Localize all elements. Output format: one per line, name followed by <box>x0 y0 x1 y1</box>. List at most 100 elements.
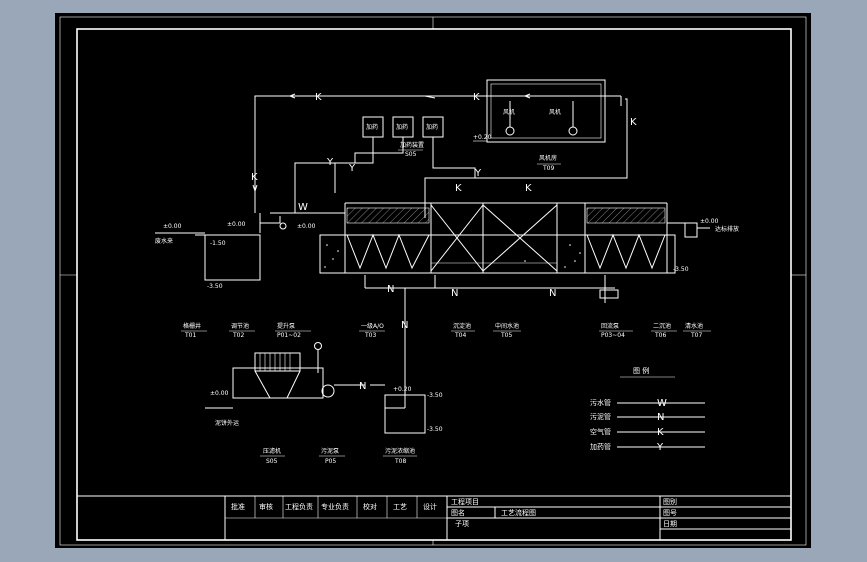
sludge-tank-label: 污泥浓缩池 <box>385 447 415 455</box>
title-row-设计: 设计 <box>423 502 437 511</box>
legend-title: 图 例 <box>633 366 649 375</box>
title-number-label: 图号 <box>663 509 677 517</box>
storage-bottom-level: -3.50 <box>427 392 443 399</box>
air-line-tag-5: K <box>525 183 532 194</box>
legend: 图 例 污水管 W 污泥管 N 空气管 K 加药管 Y <box>590 366 705 453</box>
equipment-list: 格栅井 T01 调节池 T02 提升泵 P01~02 一级A/O T03 沉淀池… <box>181 322 711 339</box>
title-date-label: 日期 <box>663 520 677 528</box>
equipment-name-8: 清水池 <box>685 322 703 330</box>
air-network: K K K K K K <box>251 92 637 218</box>
equipment-code-4: T04 <box>454 332 466 339</box>
inlet: ±0.00 废水来 -1.50 <box>155 223 226 247</box>
blower-room-label: 风机房 <box>539 154 557 162</box>
tank-inlet-level: ±0.00 <box>297 223 316 230</box>
sludge-tank-bottom-level: -3.50 <box>427 426 443 433</box>
equipment-code-0: T01 <box>184 332 196 339</box>
outlet-label: 达标排放 <box>715 225 739 233</box>
title-row-校对: 校对 <box>363 502 377 511</box>
equipment-code-7: T06 <box>654 332 666 339</box>
legend-label-3: 加药管 <box>590 442 611 451</box>
title-sub-label: 子项 <box>455 520 469 528</box>
pump-well: -3.50 ±0.00 W ±0.00 <box>195 202 345 290</box>
equipment-code-8: T07 <box>690 332 702 339</box>
main-tank-train: -3.50 <box>319 202 689 274</box>
legend-label-1: 污泥管 <box>590 412 611 421</box>
dosing-tank-3: 加药 <box>426 123 438 131</box>
title-figure-label: 图别 <box>663 497 677 506</box>
equipment-name-1: 调节池 <box>231 322 249 330</box>
legend-label-2: 空气管 <box>590 427 611 436</box>
equipment-name-3: 一级A/O <box>361 322 384 330</box>
title-project-label: 工程项目 <box>451 497 479 506</box>
sludge-line-tag-1: N <box>387 284 394 295</box>
air-line-tag-6: K <box>630 117 637 128</box>
inlet-level: ±0.00 <box>163 223 182 230</box>
title-row-审核: 审核 <box>259 502 273 511</box>
sludge-tank-code: T08 <box>394 458 406 465</box>
equipment-name-2: 提升泵 <box>277 322 295 330</box>
sludge-line-tag-2: N <box>451 288 458 299</box>
dosing-tank-2: 加药 <box>396 123 408 131</box>
title-row-批准: 批准 <box>231 502 245 511</box>
title-block: 批准 审核 工程负责 专业负责 校对 工艺 设计 工程项目 图名 工艺流程图 子… <box>76 495 792 541</box>
air-line-tag-4: K <box>455 183 462 194</box>
outlet: ±0.00 达标排放 <box>667 218 739 238</box>
filter-press-level: ±0.00 <box>210 390 229 397</box>
cad-viewport: K K K K K K 风机 风机 +0.20 风机房 T09 加药 加药 加药 <box>55 13 811 548</box>
sludge-line-tag-5: N <box>359 381 366 392</box>
dosing-tanks: 加药 加药 加药 Y Y Y <box>270 116 482 214</box>
dosing-line-tag-3: Y <box>474 168 482 179</box>
equipment-name-5: 中间水池 <box>495 322 519 330</box>
sludge-pump-label: 污泥泵 <box>321 447 339 455</box>
title-row-专业负责: 专业负责 <box>321 502 349 511</box>
equipment-name-0: 格栅井 <box>183 322 201 330</box>
equipment-code-3: T03 <box>364 332 376 339</box>
sludge-pump: N <box>321 381 385 398</box>
air-line-tag-1: K <box>315 92 322 103</box>
equipment-name-6: 回流泵 <box>601 322 619 330</box>
equipment-code-2: P01~02 <box>277 332 301 339</box>
filter-press: ±0.00 泥饼外运 <box>205 342 324 427</box>
sludge-line: N N N N <box>364 275 619 409</box>
title-drawing-label: 图名 <box>451 508 465 517</box>
sewage-line-tag-1: W <box>298 202 308 213</box>
blower-b-label: 风机 <box>549 108 561 116</box>
blower-room-code: T09 <box>542 165 554 172</box>
process-flow-drawing: K K K K K K 风机 风机 +0.20 风机房 T09 加药 加药 加药 <box>59 16 807 546</box>
sludge-line-tag-3: N <box>549 288 556 299</box>
air-line-tag-3: K <box>251 172 258 183</box>
sludge-tank: +0.20 -3.50 -3.50 <box>384 386 443 434</box>
sludge-out-label: 泥饼外运 <box>215 419 239 427</box>
dosing-line-tag-2: Y <box>348 163 356 174</box>
filter-press-label: 压滤机 <box>263 447 281 455</box>
dosing-device-code: S05 <box>405 151 417 158</box>
sludge-tank-level: +0.20 <box>393 386 412 393</box>
dosing-tank-1: 加药 <box>366 123 378 131</box>
equipment-code-1: T02 <box>232 332 244 339</box>
tank-top-level: ±0.00 <box>227 221 246 228</box>
air-line-tag-2: K <box>473 92 480 103</box>
blower-a-label: 风机 <box>503 108 515 116</box>
legend-symbol-2: K <box>657 427 664 438</box>
blower-room: 风机 风机 +0.20 <box>473 79 606 143</box>
aeration-bottom-level: -3.50 <box>673 266 689 273</box>
title-row-工程负责: 工程负责 <box>285 502 313 511</box>
inner-frame <box>76 28 792 541</box>
equipment-name-7: 二沉池 <box>653 322 671 330</box>
inlet-bottom-level: -1.50 <box>210 240 226 247</box>
legend-symbol-1: N <box>657 412 664 423</box>
dosing-line-tag-1: Y <box>326 157 334 168</box>
filter-press-code: S05 <box>266 458 278 465</box>
pump-well-level: -3.50 <box>207 283 223 290</box>
title-drawing-value: 工艺流程图 <box>501 508 536 517</box>
legend-symbol-0: W <box>657 398 667 409</box>
legend-label-0: 污水管 <box>590 398 611 407</box>
legend-symbol-3: Y <box>656 442 664 453</box>
outlet-level: ±0.00 <box>700 218 719 225</box>
dosing-device-label: 加药装置 <box>400 141 424 149</box>
inlet-label: 废水来 <box>155 237 173 245</box>
sludge-line-tag-4: N <box>401 320 408 331</box>
equipment-name-4: 沉淀池 <box>453 322 471 330</box>
sludge-pump-code: P05 <box>325 458 336 465</box>
blower-room-level: +0.20 <box>473 134 492 141</box>
